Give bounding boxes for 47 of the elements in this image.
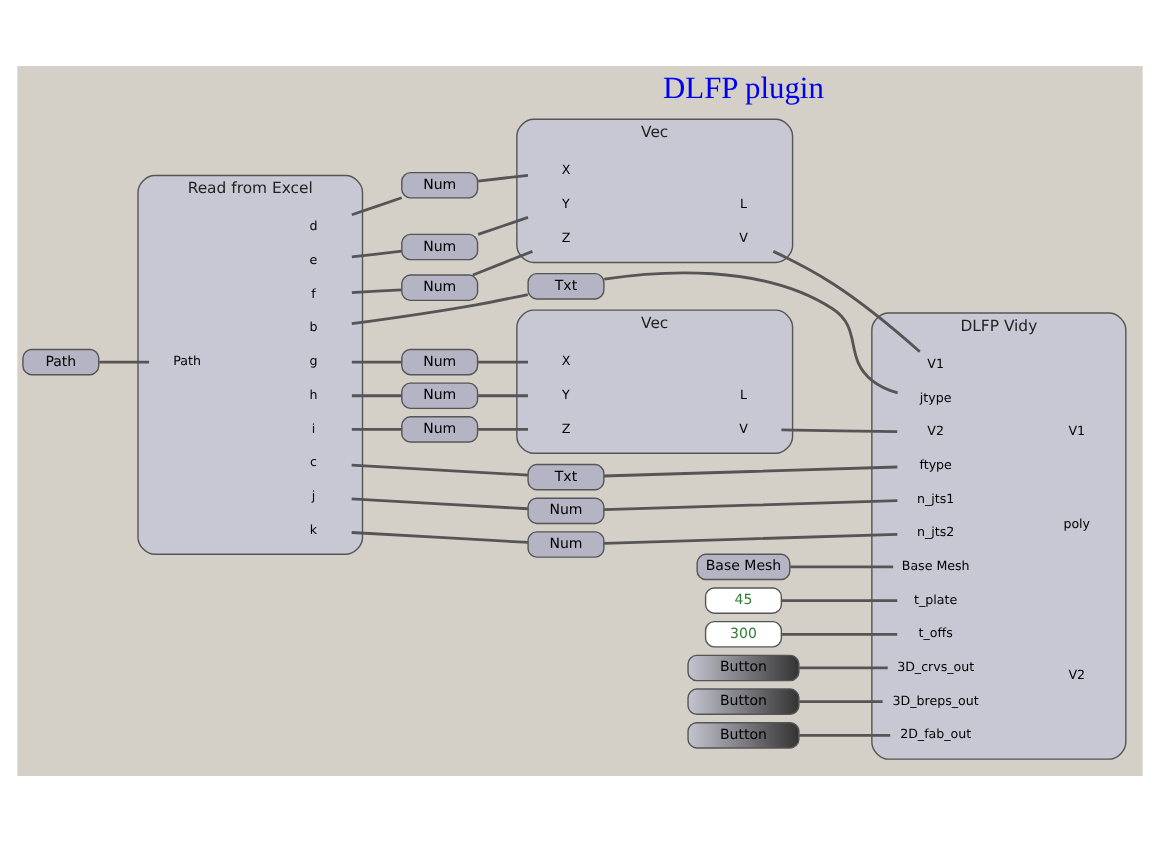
connector (351, 428, 402, 431)
connector (351, 497, 529, 511)
node-box: Num (401, 171, 479, 199)
connector (351, 394, 402, 398)
connector (799, 733, 891, 737)
connector (351, 293, 529, 326)
node-box: Button (687, 688, 800, 715)
node-box: Txt (527, 272, 605, 300)
connector (781, 632, 898, 636)
node-box: Path (22, 348, 100, 376)
connector (781, 599, 898, 602)
connector (351, 463, 529, 477)
connector (351, 196, 403, 217)
connector (477, 174, 529, 183)
connector (478, 360, 528, 364)
connector (351, 531, 529, 544)
connector (351, 288, 402, 294)
connector (603, 532, 898, 545)
connector (772, 250, 921, 353)
node-box: Num (401, 233, 479, 261)
node-box: Num (401, 274, 479, 302)
connector (604, 271, 899, 395)
connector (477, 216, 529, 236)
connector (351, 249, 402, 259)
connector (99, 360, 150, 364)
node-box: Num (401, 382, 479, 410)
node-box: Num (527, 497, 605, 525)
connector (603, 465, 898, 478)
connector (351, 360, 402, 364)
connector (603, 499, 898, 512)
connector (781, 428, 898, 434)
node-box: Num (401, 416, 479, 443)
node-box: Button (687, 654, 800, 682)
connector (799, 666, 888, 670)
connector (799, 700, 883, 704)
connector (472, 250, 533, 277)
node-box: Num (527, 531, 605, 558)
connector (478, 428, 528, 431)
node-box: 300 (704, 620, 783, 648)
node-box: 45 (704, 587, 783, 614)
connector (478, 394, 528, 398)
node-box: Num (401, 348, 479, 376)
label: DLFP plugin (663, 71, 824, 106)
node-box: Button (687, 721, 800, 749)
node-box: Base Mesh (696, 553, 791, 581)
connector (790, 565, 894, 569)
node-box: Txt (527, 463, 605, 491)
